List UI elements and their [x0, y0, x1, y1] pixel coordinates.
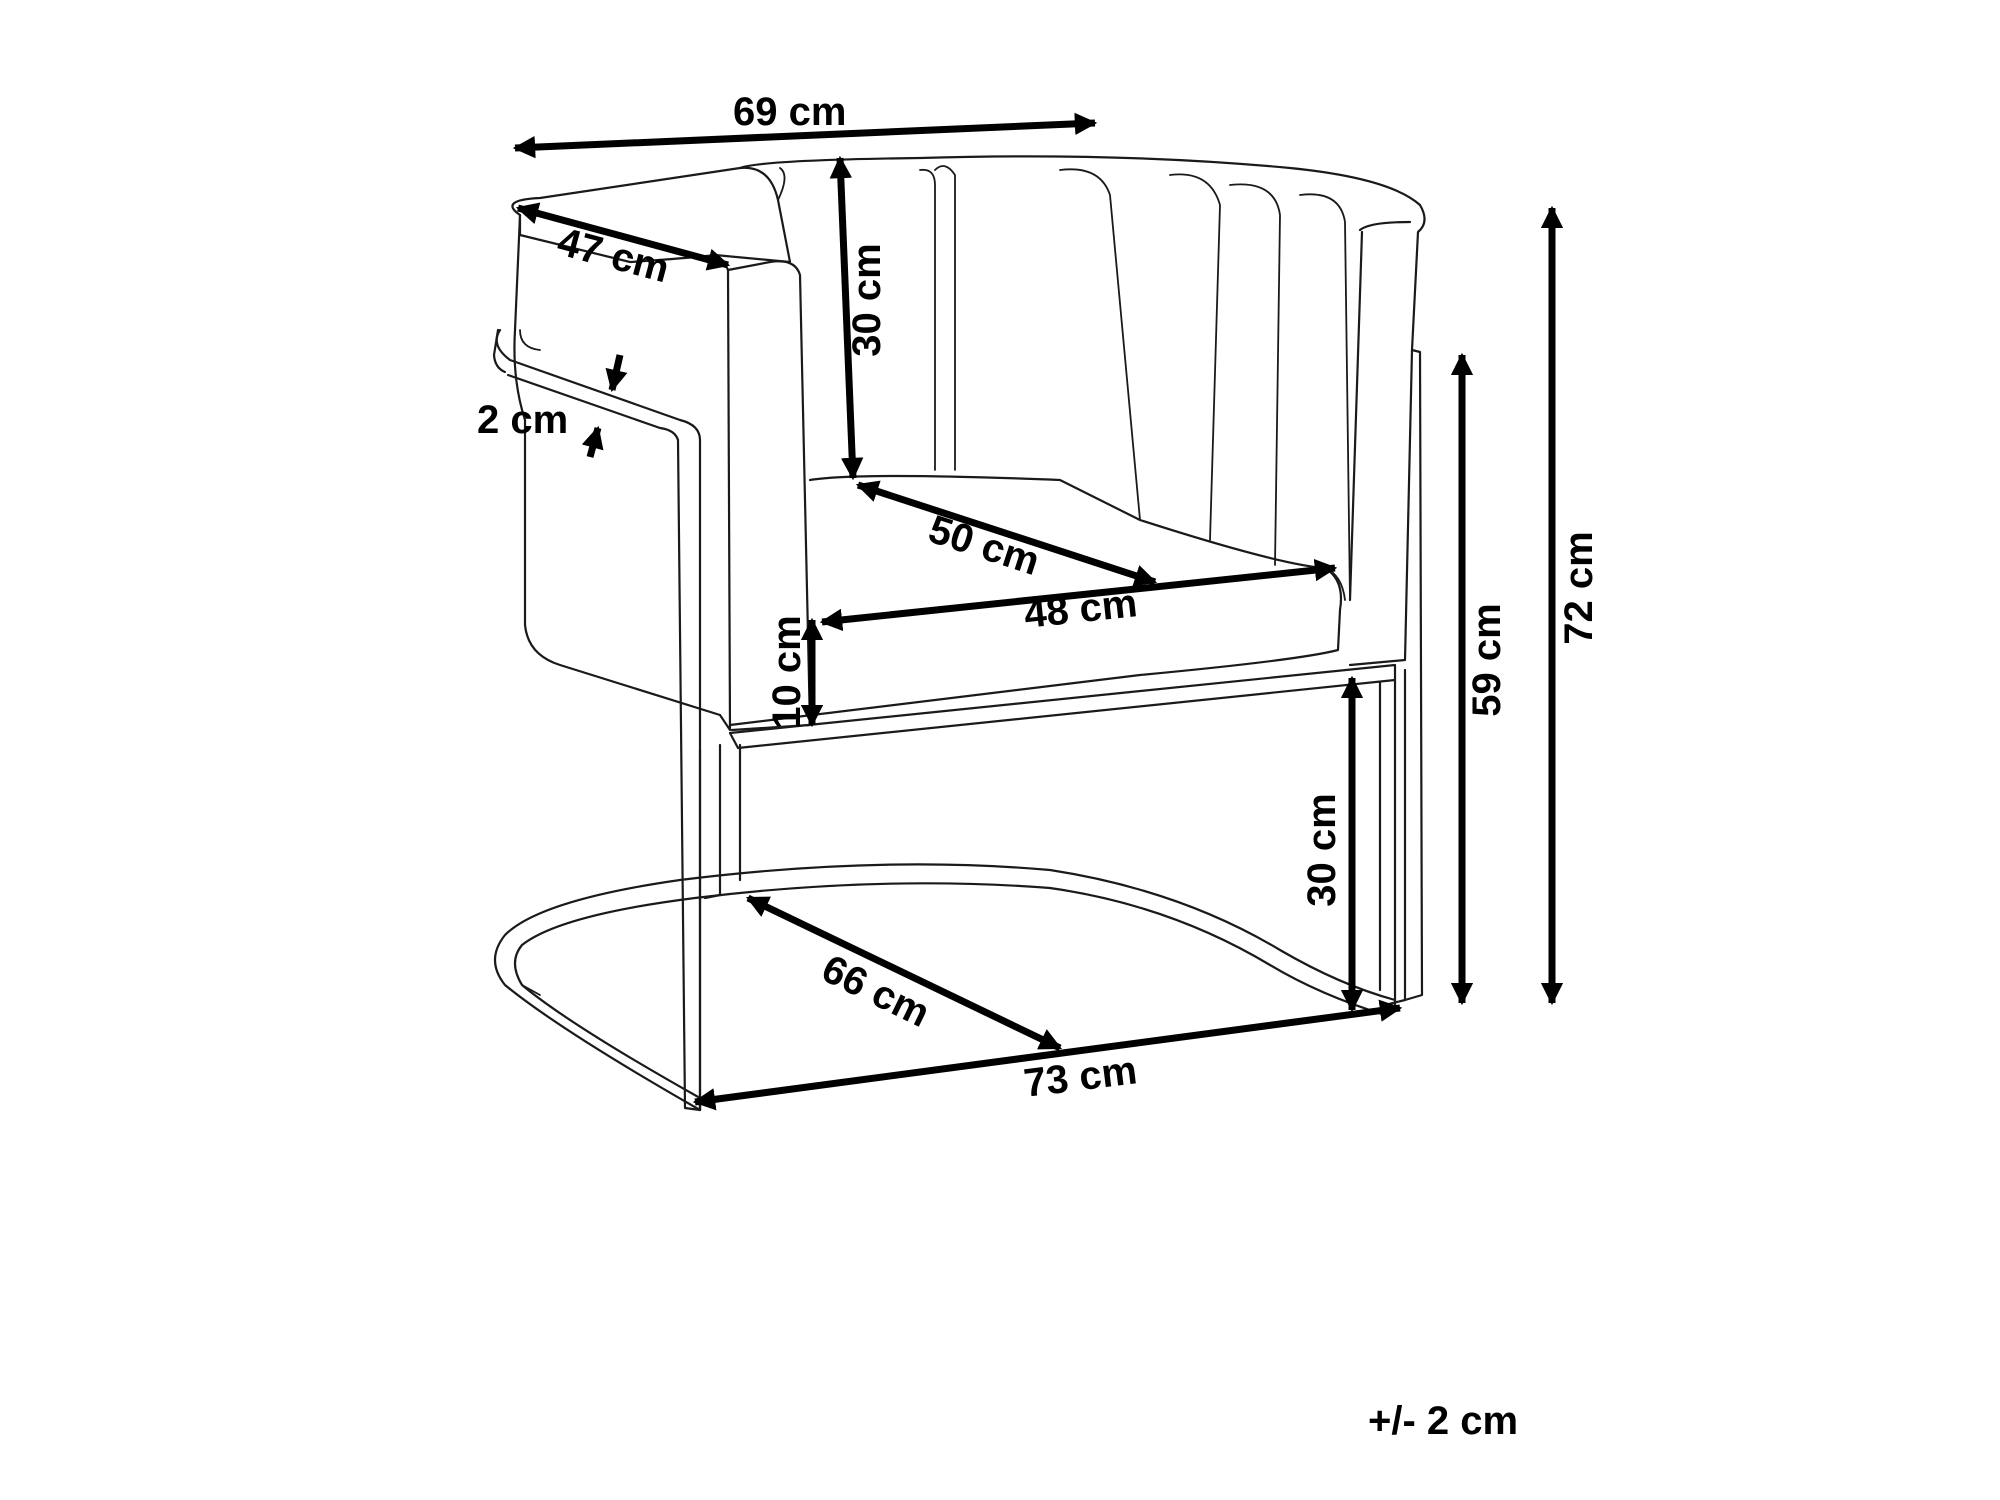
back-channel-4	[1059, 168, 1141, 521]
back-channel-3	[934, 165, 956, 471]
dim-arrow-frame-top	[605, 354, 628, 393]
label-back-height: 30 cm	[845, 243, 889, 356]
back-channel-2	[919, 168, 936, 471]
dim-arrow-top-width	[512, 112, 1098, 159]
dim-arrow-seat-width	[819, 558, 1338, 632]
floor-base-ring	[493, 863, 1397, 1112]
dimension-arrows	[512, 112, 1564, 1111]
label-tolerance: +/- 2 cm	[1368, 1399, 1518, 1443]
label-seat-to-floor: 30 cm	[1300, 793, 1344, 906]
label-seat-width: 48 cm	[1022, 581, 1139, 637]
dim-arrow-frame-bottom	[581, 425, 604, 458]
dim-arrow-arm-depth	[515, 202, 731, 271]
left-arm-side-panel	[513, 213, 732, 732]
dim-arrow-back-height	[829, 155, 864, 481]
label-seat-depth: 50 cm	[923, 507, 1044, 584]
label-frame-thickness: 2 cm	[477, 398, 568, 442]
label-arm-height: 59 cm	[1465, 603, 1509, 716]
left-sled-frame	[495, 328, 702, 1112]
rear-frame-leg	[1378, 668, 1407, 1007]
label-cushion-height: 10 cm	[765, 615, 809, 728]
label-total-height: 72 cm	[1557, 531, 1601, 644]
back-channel-7	[1299, 193, 1351, 601]
dim-arrow-base-width	[692, 999, 1403, 1111]
chair-outline	[492, 155, 1426, 1112]
seat-frame-bar	[728, 663, 1397, 750]
back-channel-5	[1169, 173, 1221, 541]
dimension-labels: 69 cm 47 cm 30 cm 2 cm 50 cm 48 cm 10 cm…	[477, 90, 1601, 1443]
back-channel-1	[777, 167, 786, 201]
label-top-width: 69 cm	[733, 90, 846, 134]
back-channel-6	[1229, 183, 1281, 566]
